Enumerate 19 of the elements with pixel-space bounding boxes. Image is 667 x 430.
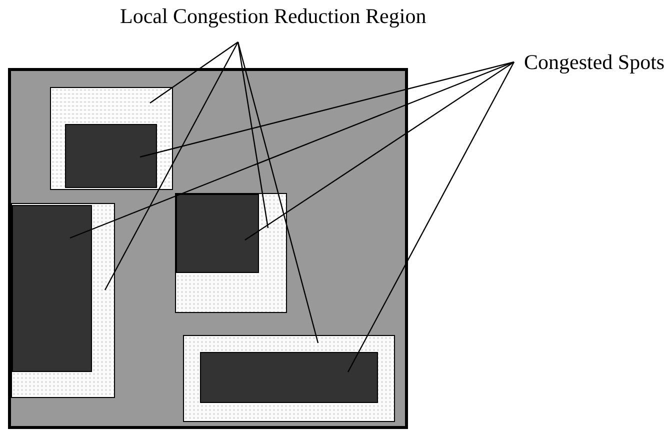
callout-label: Congested Spots	[524, 50, 665, 75]
reduction-region	[175, 193, 287, 313]
congested-spot	[12, 205, 92, 372]
leader-line	[244, 62, 514, 240]
reduction-region	[183, 335, 395, 422]
leader-line	[237, 42, 269, 228]
leader-line	[140, 61, 514, 158]
leader-line	[104, 42, 239, 290]
leader-line	[237, 42, 319, 344]
congested-spot	[65, 124, 157, 188]
reduction-region	[50, 87, 173, 190]
leader-line	[347, 62, 515, 372]
congested-spot	[176, 194, 259, 273]
reduction-region	[11, 203, 115, 398]
leader-line	[150, 42, 238, 104]
congested-spot	[200, 352, 378, 403]
leader-line	[70, 61, 514, 239]
layout-area	[8, 68, 408, 429]
callout-label: Local Congestion Reduction Region	[120, 4, 426, 29]
